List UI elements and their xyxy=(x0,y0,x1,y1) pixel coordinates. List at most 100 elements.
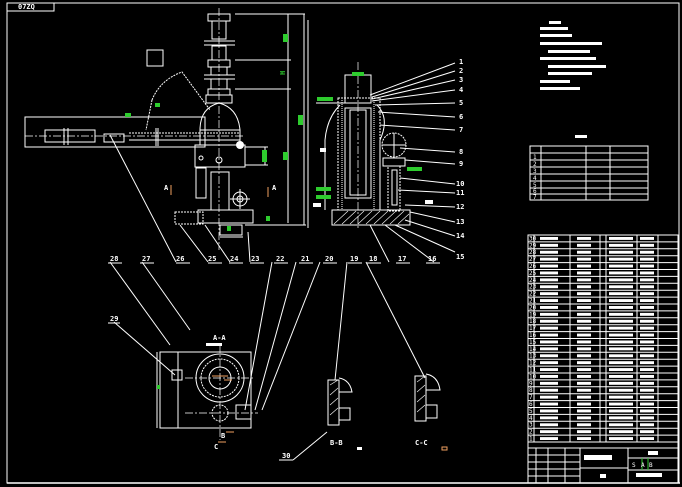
bom-cell-text xyxy=(609,361,633,365)
bom-cell-text xyxy=(577,395,591,399)
bom-cell-text xyxy=(640,306,654,309)
bom-cell-text xyxy=(540,292,558,296)
bom-row-number: 2 xyxy=(529,429,533,436)
bom-cell-text xyxy=(577,278,591,282)
bom-cell-text xyxy=(540,375,558,378)
bom-row-number: 9 xyxy=(529,380,533,387)
balloon-13: 13 xyxy=(456,218,464,226)
bom-cell-text xyxy=(609,409,633,413)
bom-cell-text xyxy=(640,416,654,420)
bom-cell-text xyxy=(577,326,591,330)
bom-cell-text xyxy=(640,368,654,371)
view-marker-a-left: A xyxy=(164,184,169,192)
dimension-h-label: H xyxy=(279,71,287,75)
bom-cell-text xyxy=(640,243,654,247)
bom-cell-text xyxy=(577,354,591,358)
bom-row-number: 25 xyxy=(529,270,537,277)
bom-cell-text xyxy=(540,368,558,371)
section-b-b-label: B-B xyxy=(330,439,343,447)
bom-cell-text xyxy=(609,354,633,358)
bom-cell-text xyxy=(540,250,558,254)
bom-cell-text xyxy=(609,347,633,351)
bom-cell-text xyxy=(609,416,633,420)
spec-row-2: 2 xyxy=(533,161,537,168)
bom-cell-text xyxy=(609,437,633,440)
balloon-16: 16 xyxy=(428,255,436,263)
bom-row-number: 4 xyxy=(529,415,533,422)
bom-cell-text xyxy=(609,250,633,254)
section-b-b xyxy=(327,377,362,450)
bom-rows: 3029282726252423222120191817161514131211… xyxy=(528,235,678,443)
bom-cell-text xyxy=(609,292,633,296)
balloon-24: 24 xyxy=(230,255,238,263)
balloon-12: 12 xyxy=(456,203,464,211)
balloon-27: 27 xyxy=(142,255,150,263)
bom-cell-text xyxy=(540,416,558,420)
balloon-8: 8 xyxy=(459,148,463,156)
balloon-29: 29 xyxy=(110,315,118,323)
bom-row-number: 16 xyxy=(529,332,537,339)
bom-cell-text xyxy=(640,381,654,385)
bom-cell-text xyxy=(577,292,591,296)
bom-cell-text xyxy=(609,368,633,371)
bom-cell-text xyxy=(577,250,591,254)
bom-cell-text xyxy=(577,361,591,365)
bom-cell-text xyxy=(540,423,558,427)
section-view xyxy=(307,20,433,230)
bom-cell-text xyxy=(640,430,654,434)
bom-cell-text xyxy=(609,278,633,282)
spec-row-4: 4 xyxy=(533,175,537,182)
bom-cell-text xyxy=(609,326,633,330)
bom-cell-text xyxy=(609,388,633,392)
bom-cell-text xyxy=(640,319,654,323)
balloon-26: 26 xyxy=(176,255,184,263)
bom-cell-text xyxy=(609,375,633,378)
bom-cell-text xyxy=(640,312,654,316)
section-a-a xyxy=(156,343,258,443)
balloon-4: 4 xyxy=(459,86,463,94)
bom-cell-text xyxy=(609,264,633,268)
spec-table xyxy=(529,135,649,201)
bom-cell-text xyxy=(640,395,654,399)
view-marker-b: B xyxy=(221,432,225,440)
bom-cell-text xyxy=(609,340,633,344)
bom-cell-text xyxy=(540,381,558,385)
bom-cell-text xyxy=(640,375,654,378)
bom-row-number: 20 xyxy=(529,304,537,311)
front-view: H xyxy=(24,8,306,250)
bom-cell-text xyxy=(640,402,654,406)
bom-cell-text xyxy=(640,250,654,254)
bom-row-number: 17 xyxy=(529,325,537,332)
bom-cell-text xyxy=(577,340,591,344)
balloon-11: 11 xyxy=(456,189,464,197)
bom-cell-text xyxy=(577,416,591,420)
bom-cell-text xyxy=(640,257,654,261)
bom-cell-text xyxy=(540,278,558,282)
balloon-labels-right: 1 2 3 4 5 6 7 8 9 10 11 12 13 14 15 xyxy=(456,58,464,261)
balloon-23: 23 xyxy=(251,255,259,263)
bom-row-number: 14 xyxy=(529,346,537,353)
bom-row-number: 21 xyxy=(529,298,537,305)
bom-cell-text xyxy=(540,319,558,323)
bom-row-number: 3 xyxy=(529,422,533,429)
bom-cell-text xyxy=(609,257,633,261)
bom-cell-text xyxy=(640,347,654,351)
bom-cell-text xyxy=(540,354,558,358)
bom-cell-text xyxy=(640,354,654,358)
scale-cell-a: A xyxy=(641,462,645,469)
bom-cell-text xyxy=(577,381,591,385)
balloon-underlines xyxy=(108,262,440,461)
balloon-9: 9 xyxy=(459,160,463,168)
balloon-18: 18 xyxy=(369,255,377,263)
bom-cell-text xyxy=(640,271,654,275)
bom-row-number: 26 xyxy=(529,263,537,270)
bom-cell-text xyxy=(540,285,558,289)
bom-cell-text xyxy=(609,333,633,337)
bom-cell-text xyxy=(540,361,558,365)
bom-cell-text xyxy=(540,299,558,302)
bom-cell-text xyxy=(640,292,654,296)
bom-cell-text xyxy=(577,243,591,247)
bom-cell-text xyxy=(640,388,654,392)
bom-cell-text xyxy=(577,312,591,316)
bom-cell-text xyxy=(640,326,654,330)
